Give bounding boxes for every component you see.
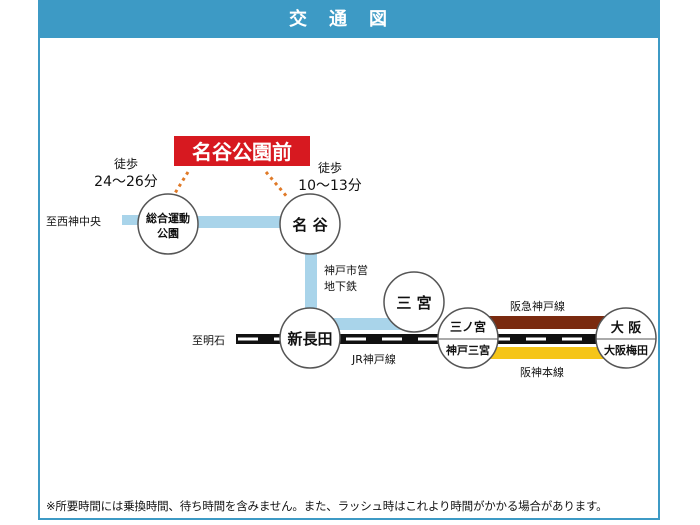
jr-line-label: JR神戸線 [351, 352, 396, 366]
jr-line [236, 334, 620, 344]
hankyu-line-label: 阪急神戸線 [510, 299, 565, 313]
station-myodani: 名 谷 [279, 193, 341, 255]
destination-badge [174, 136, 310, 166]
walk-right-time: 10〜13分 [298, 178, 362, 194]
station-sogo-line1: 総合運動 [146, 211, 190, 225]
hanshin-line [480, 347, 610, 359]
station-sogo: 総合運動 公園 [137, 193, 199, 255]
station-sannomiya-jr: 三ノ宮 神戸三宮 [437, 307, 499, 369]
walk-right-label: 徒歩 [318, 160, 342, 175]
map-frame: 交通図 名谷公園前 徒歩 24〜26分 徒歩 10〜13分 至西神中央 [38, 0, 660, 520]
subway-label-line1: 神戸市営 [324, 263, 368, 277]
hanshin-line-label: 阪神本線 [520, 365, 564, 379]
footnote: ※所要時間には乗換時間、待ち時間を含みません。また、ラッシュ時はこれより時間がか… [46, 499, 608, 513]
station-myodani-label: 名 谷 [292, 216, 328, 234]
subway-label-line2: 地下鉄 [324, 279, 357, 293]
to-akashi-label: 至明石 [192, 334, 225, 347]
walk-left-label: 徒歩 [114, 156, 138, 171]
subway-line-west-stub [122, 215, 140, 225]
walk-path-left [170, 171, 190, 199]
walk-left-time: 24〜26分 [94, 174, 158, 190]
map-title: 交通図 [40, 2, 658, 38]
walk-path-right [264, 171, 290, 199]
destination-label: 名谷公園前 [192, 140, 292, 164]
to-seishin-label: 至西神中央 [46, 214, 101, 228]
station-sannomiya-subway-label: 三 宮 [396, 294, 431, 312]
hankyu-line [480, 316, 610, 329]
station-sannomiya-jr-top: 三ノ宮 [450, 319, 486, 334]
station-osaka-bottom: 大阪梅田 [604, 343, 648, 357]
station-shinnagata-label: 新長田 [287, 330, 332, 348]
route-diagram: 名谷公園前 徒歩 24〜26分 徒歩 10〜13分 至西神中央 至明石 神戸市営… [46, 136, 657, 379]
station-shinnagata: 新長田 [279, 307, 341, 369]
station-osaka: 大 阪 大阪梅田 [595, 307, 657, 369]
station-sannomiya-subway: 三 宮 [383, 271, 445, 333]
station-osaka-top: 大 阪 [611, 320, 643, 336]
station-sannomiya-jr-bottom: 神戸三宮 [446, 343, 490, 357]
station-sogo-line2: 公園 [157, 227, 179, 240]
